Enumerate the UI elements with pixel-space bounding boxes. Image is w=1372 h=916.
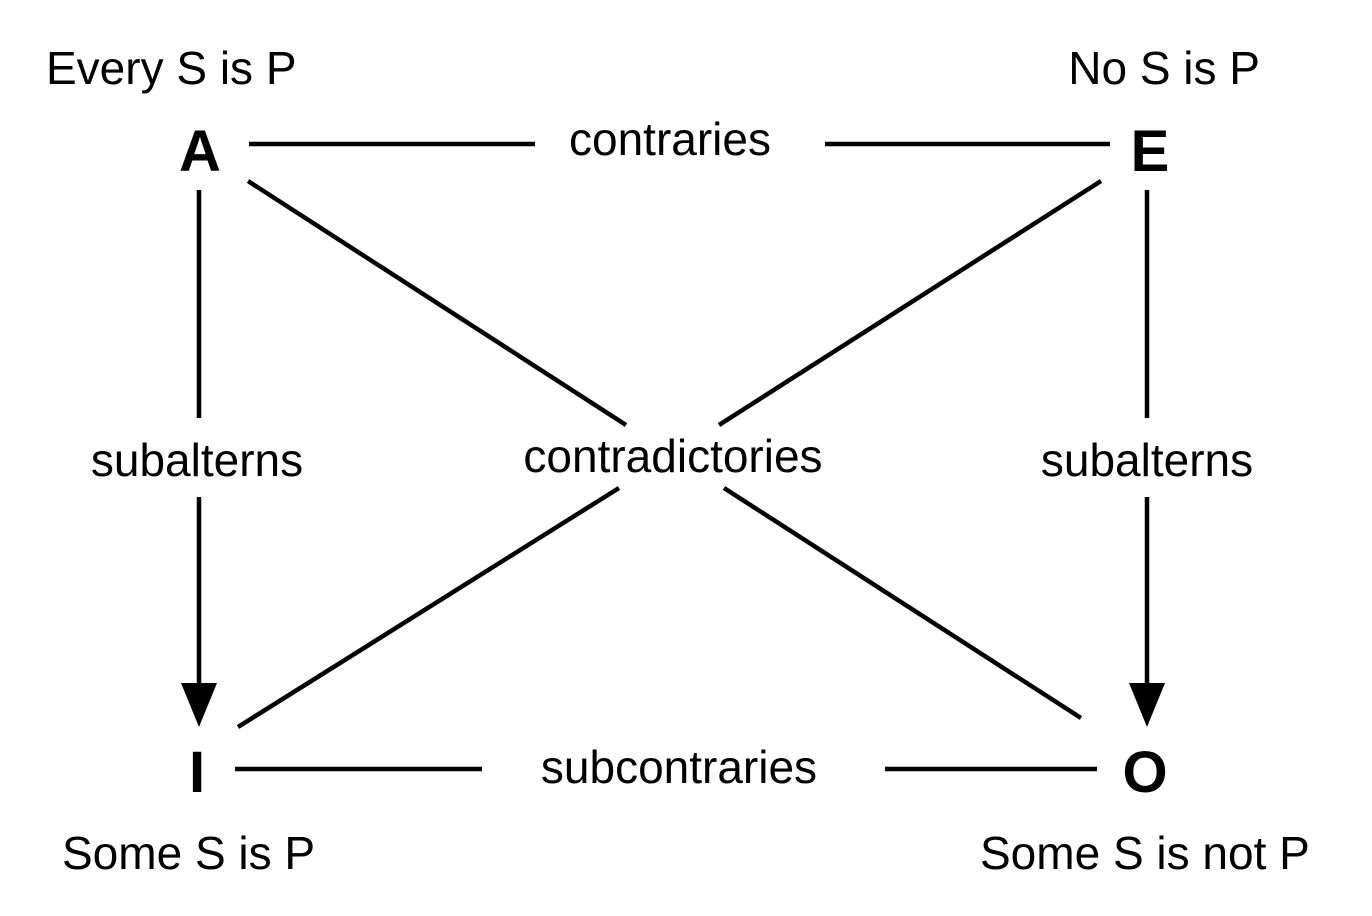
subalterns-left-label: subalterns [91,434,303,486]
corner-letter-o: O [1122,740,1167,805]
proposition-a: Every S is P [46,42,297,94]
subalterns-right-arrowhead [1129,683,1165,727]
corner-letter-i: I [189,740,205,805]
subalterns-left-arrowhead [181,683,217,727]
corner-letter-e: E [1131,119,1170,184]
contradictories-line-a [246,179,628,427]
contradictories-line-o [722,486,1083,720]
contraries-label: contraries [569,113,771,165]
contradictories-line-e [717,179,1103,427]
subcontraries-label: subcontraries [541,741,817,793]
proposition-i: Some S is P [62,827,315,879]
contradictories-label: contradictories [523,430,822,482]
corner-letter-a: A [179,119,221,184]
proposition-o: Some S is not P [980,827,1310,879]
proposition-e: No S is P [1068,42,1260,94]
contradictories-line-i [236,486,621,729]
subalterns-right-label: subalterns [1041,434,1253,486]
